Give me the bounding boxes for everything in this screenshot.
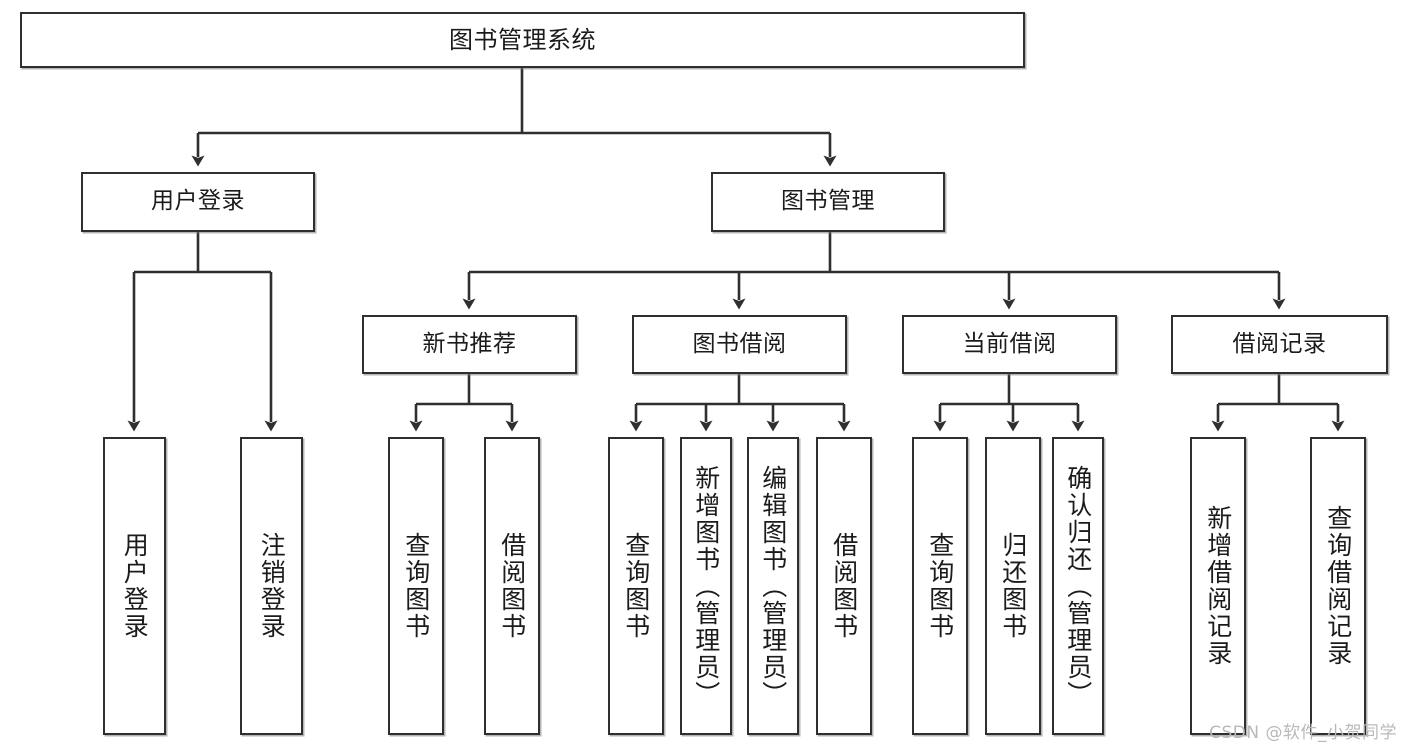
node-leaf-query-book-recommend[interactable]: 查询图书 (388, 437, 444, 735)
node-leaf-query-book-borrow[interactable]: 查询图书 (608, 437, 664, 735)
node-label: 图书借阅 (692, 330, 787, 357)
node-leaf-edit-book-admin[interactable]: 编辑图书（管理员） (747, 437, 799, 735)
node-label: 用户登录 (120, 532, 150, 640)
node-level3-new-book-recommend[interactable]: 新书推荐 (362, 315, 577, 374)
node-label: 借阅图书 (497, 532, 527, 640)
node-level3-current-borrow[interactable]: 当前借阅 (902, 315, 1117, 374)
node-label: 注销登录 (257, 532, 287, 640)
node-leaf-borrow-book-recommend[interactable]: 借阅图书 (484, 437, 540, 735)
node-label: 新书推荐 (422, 330, 517, 357)
node-label: 查询图书 (621, 532, 651, 640)
node-leaf-return-book[interactable]: 归还图书 (985, 437, 1041, 735)
node-leaf-add-borrow-record[interactable]: 新增借阅记录 (1190, 437, 1246, 735)
node-label: 图书管理 (781, 188, 875, 215)
node-level3-borrow-record[interactable]: 借阅记录 (1171, 315, 1388, 374)
node-leaf-query-book-current[interactable]: 查询图书 (912, 437, 968, 735)
node-label: 借阅图书 (829, 532, 859, 640)
node-leaf-borrow-book[interactable]: 借阅图书 (816, 437, 872, 735)
node-leaf-add-book-admin[interactable]: 新增图书（管理员） (680, 437, 732, 735)
node-label: 归还图书 (998, 532, 1028, 640)
node-label: 新增图书（管理员） (691, 464, 721, 708)
node-label: 当前借阅 (962, 330, 1057, 357)
node-label: 图书管理系统 (449, 25, 596, 54)
node-label: 借阅记录 (1232, 330, 1327, 357)
node-label: 编辑图书（管理员） (758, 464, 788, 708)
node-label: 新增借阅记录 (1203, 505, 1233, 667)
node-level2-book-management[interactable]: 图书管理 (711, 172, 945, 232)
node-label: 确认归还（管理员） (1063, 464, 1093, 708)
node-label: 用户登录 (151, 188, 245, 215)
node-root[interactable]: 图书管理系统 (20, 12, 1025, 68)
node-leaf-logout[interactable]: 注销登录 (240, 437, 303, 735)
node-label: 查询图书 (401, 532, 431, 640)
node-leaf-query-borrow-record[interactable]: 查询借阅记录 (1310, 437, 1366, 735)
node-leaf-user-login[interactable]: 用户登录 (103, 437, 166, 735)
node-level3-book-borrow[interactable]: 图书借阅 (632, 315, 847, 374)
node-label: 查询图书 (925, 532, 955, 640)
node-label: 查询借阅记录 (1323, 505, 1353, 667)
node-level2-user-login[interactable]: 用户登录 (81, 172, 315, 232)
node-leaf-confirm-return-admin[interactable]: 确认归还（管理员） (1052, 437, 1104, 735)
